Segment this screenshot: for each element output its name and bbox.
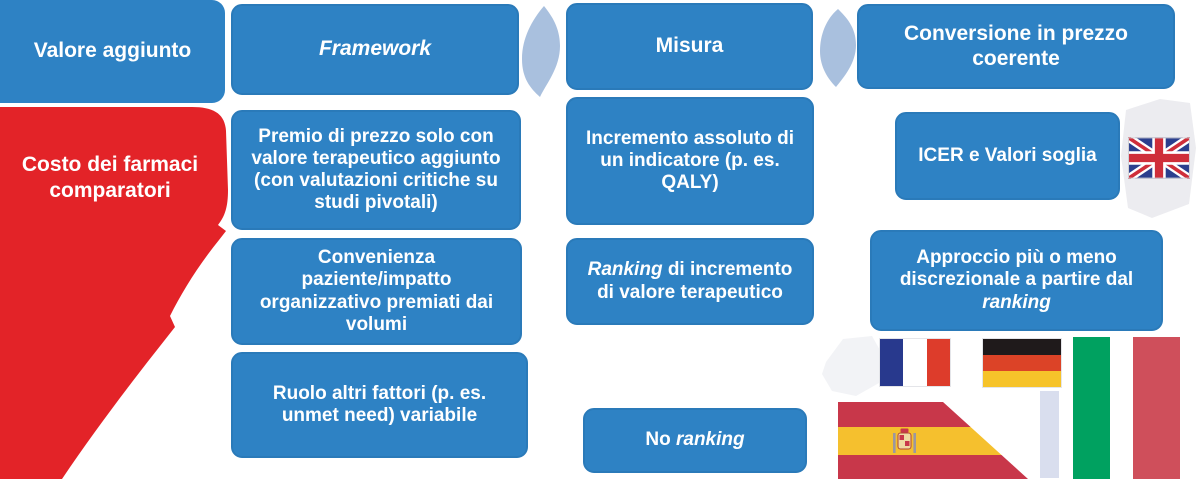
germany-flag-black-stripe bbox=[983, 339, 1061, 355]
header-framework: Framework bbox=[231, 4, 519, 95]
france-flag-red-stripe bbox=[926, 339, 950, 386]
box-convenienza-paziente: Convenienza paziente/impatto organizzati… bbox=[231, 238, 522, 345]
approccio-ranking-italic-word: ranking bbox=[982, 291, 1051, 313]
italy-flag-red-stripe bbox=[1133, 337, 1180, 479]
france-flag-white-stripe bbox=[903, 339, 927, 386]
box-no-ranking: No ranking bbox=[583, 408, 807, 473]
spain-flag-icon bbox=[838, 402, 1028, 479]
header-valore-aggiunto: Valore aggiunto bbox=[0, 0, 225, 103]
no-ranking-italic-word: ranking bbox=[675, 429, 745, 451]
header-misura-text: Misura bbox=[655, 34, 724, 58]
box-no-ranking-text: No ranking bbox=[645, 429, 744, 451]
red-arrow-shape bbox=[0, 107, 228, 479]
italy-flag-icon bbox=[1073, 337, 1180, 479]
italy-flag-white-stripe bbox=[1110, 337, 1133, 479]
united-kingdom-flag-icon bbox=[1128, 137, 1190, 179]
box-incremento-assoluto-text: Incremento assoluto di un indicatore (p.… bbox=[586, 127, 794, 194]
ghost-strip bbox=[1040, 391, 1059, 478]
connector-leaf-2 bbox=[820, 9, 856, 87]
germany-flag-icon bbox=[982, 338, 1062, 388]
header-conversione-text: Conversione in prezzo coerente bbox=[903, 22, 1129, 70]
germany-flag-gold-stripe bbox=[983, 371, 1061, 387]
header-valore-aggiunto-text: Valore aggiunto bbox=[33, 39, 192, 63]
box-ruolo-altri-fattori: Ruolo altri fattori (p. es. unmet need) … bbox=[231, 352, 528, 458]
header-misura: Misura bbox=[566, 3, 813, 90]
red-arrow-label-text: Costo dei farmaci comparatori bbox=[21, 153, 199, 203]
ranking-rest-text: di incremento di valore terapeutico bbox=[597, 259, 793, 303]
box-approccio-discrezionale-text: Approccio più o meno discrezionale a par… bbox=[886, 247, 1148, 313]
header-framework-text: Framework bbox=[318, 37, 432, 61]
box-ranking-incremento-text: Ranking di incremento di valore terapeut… bbox=[578, 259, 802, 303]
connector-leaf-1 bbox=[522, 6, 560, 97]
box-icer-valori-soglia: ICER e Valori soglia bbox=[895, 112, 1120, 200]
no-word: No bbox=[645, 429, 676, 451]
france-flag-icon bbox=[879, 338, 951, 387]
germany-flag-red-stripe bbox=[983, 355, 1061, 371]
header-conversione: Conversione in prezzo coerente bbox=[857, 4, 1175, 89]
box-premio-di-prezzo: Premio di prezzo solo con valore terapeu… bbox=[231, 110, 521, 230]
box-premio-di-prezzo-text: Premio di prezzo solo con valore terapeu… bbox=[251, 125, 501, 214]
red-arrow-label: Costo dei farmaci comparatori bbox=[0, 152, 220, 205]
ranking-italic-word: Ranking bbox=[587, 259, 663, 281]
france-flag-blue-stripe bbox=[880, 339, 904, 386]
box-incremento-assoluto: Incremento assoluto di un indicatore (p.… bbox=[566, 97, 814, 225]
box-icer-valori-soglia-text: ICER e Valori soglia bbox=[918, 144, 1097, 166]
box-convenienza-paziente-text: Convenienza paziente/impatto organizzati… bbox=[259, 247, 494, 335]
box-ranking-incremento: Ranking di incremento di valore terapeut… bbox=[566, 238, 814, 325]
spain-coat-of-arms bbox=[893, 428, 916, 453]
approccio-main-text: Approccio più o meno discrezionale a par… bbox=[899, 247, 1134, 291]
ghost-hexagon bbox=[822, 336, 881, 396]
box-ruolo-altri-fattori-text: Ruolo altri fattori (p. es. unmet need) … bbox=[272, 382, 487, 426]
box-approccio-discrezionale: Approccio più o meno discrezionale a par… bbox=[870, 230, 1163, 331]
italy-flag-green-stripe bbox=[1073, 337, 1110, 479]
